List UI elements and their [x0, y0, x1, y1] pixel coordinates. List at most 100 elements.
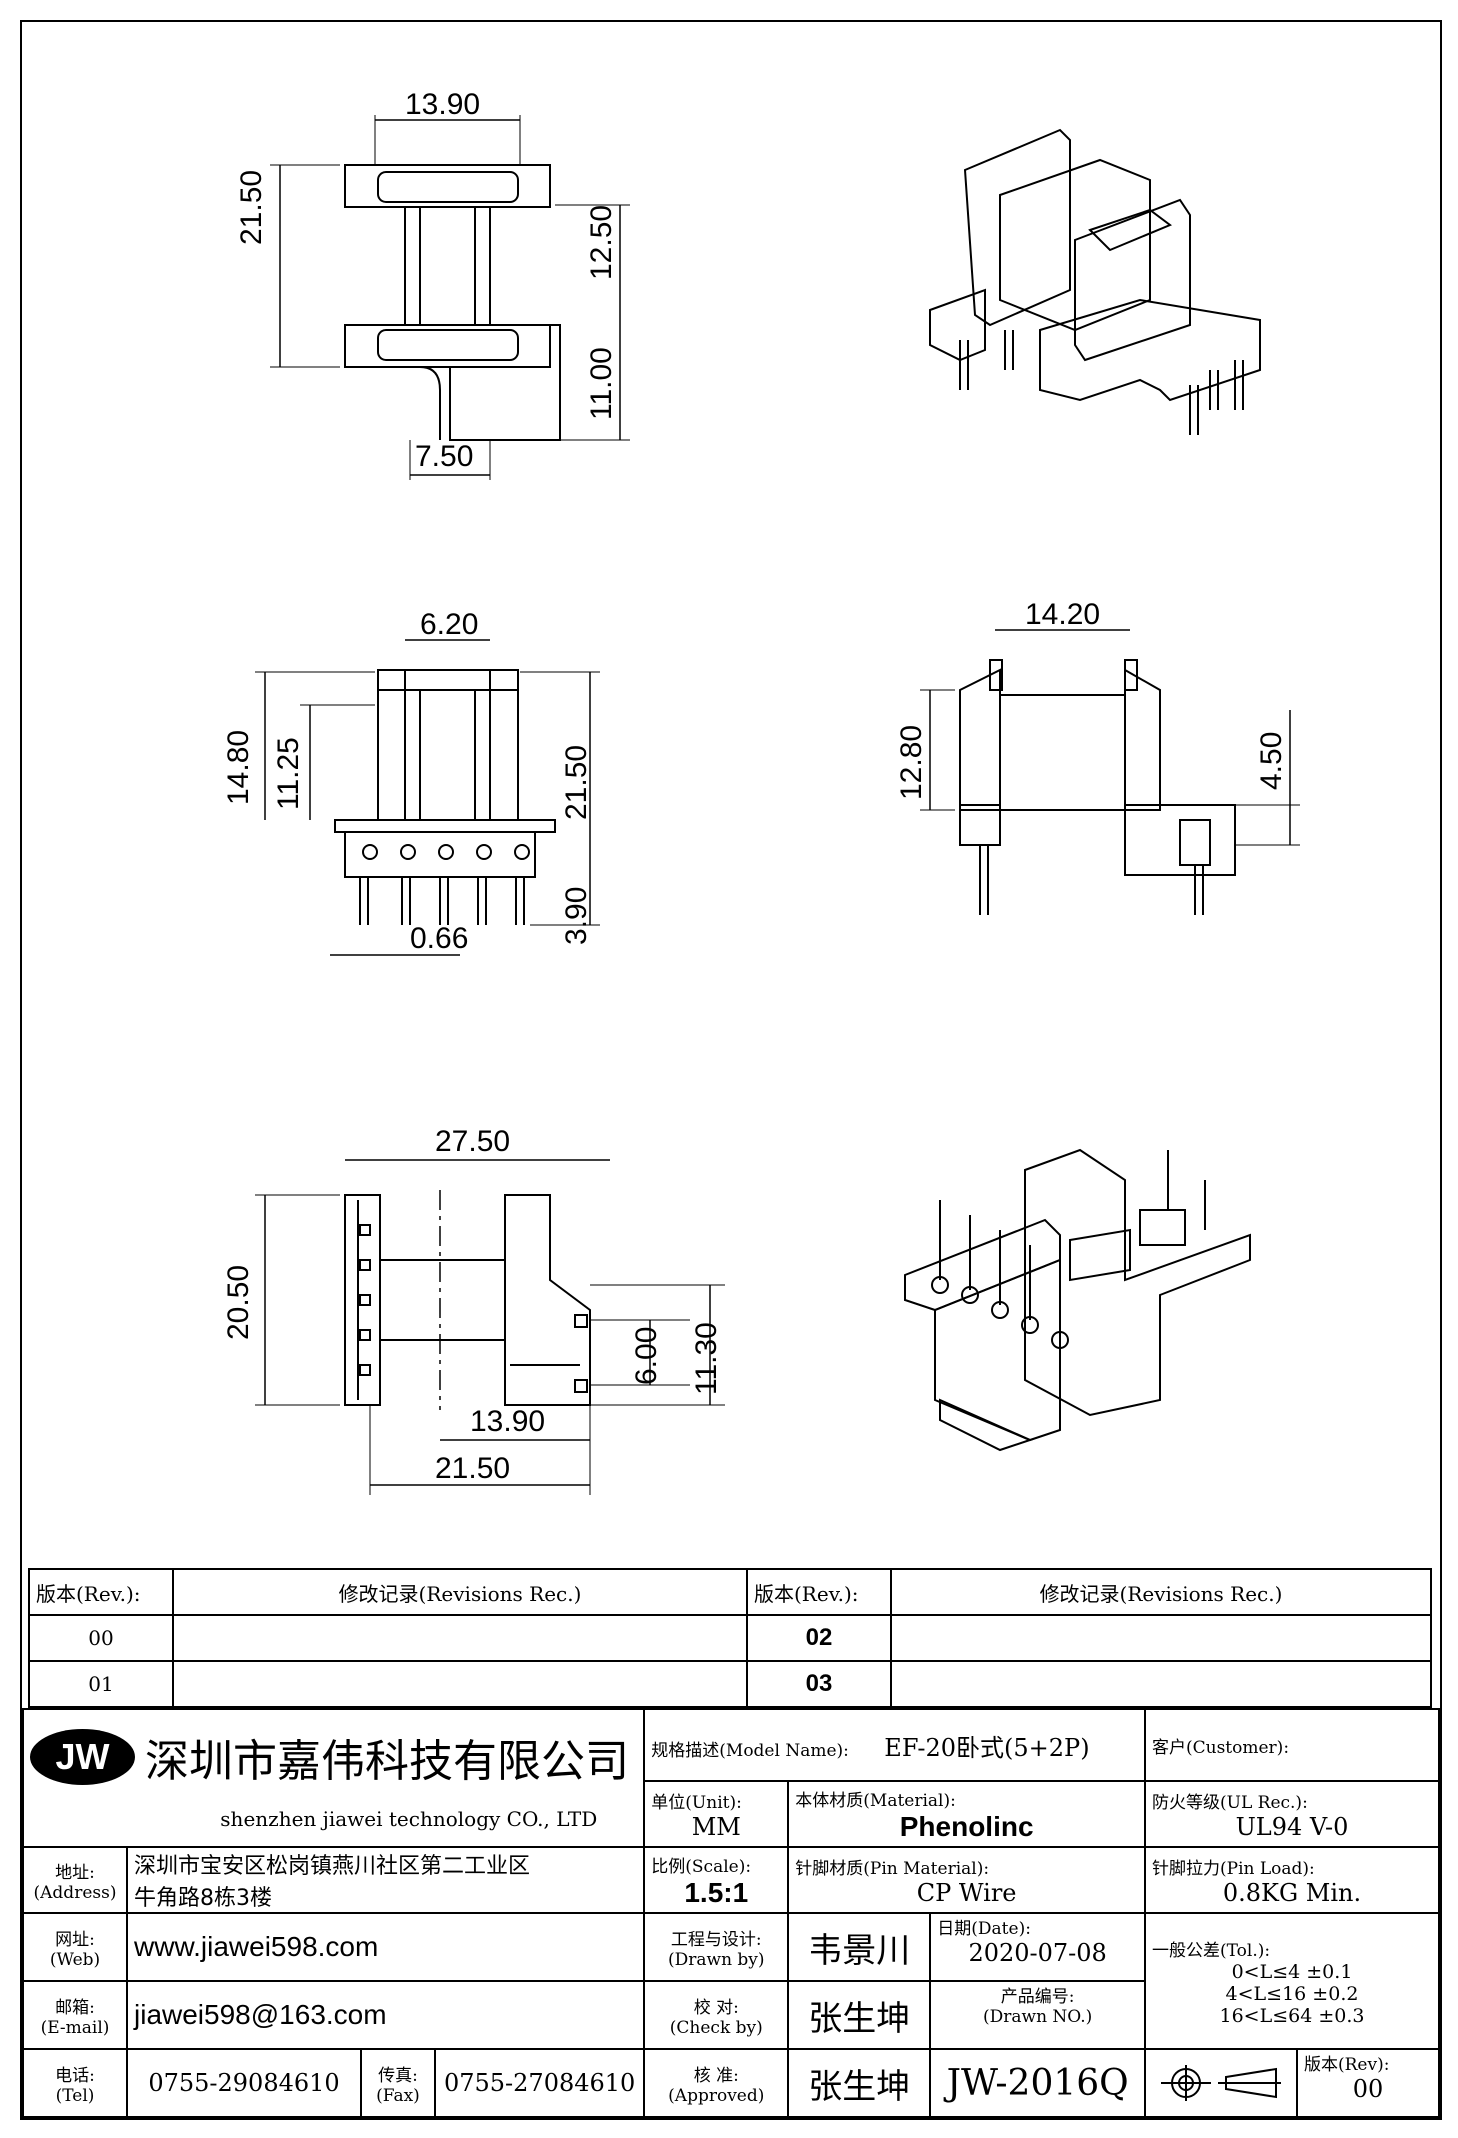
date-value: 2020-07-08: [968, 1939, 1107, 1967]
drawn-label-en: (Drawn by): [668, 1949, 765, 1970]
bottom-view: [255, 1159, 725, 1495]
tel-label: 电话:: [55, 2065, 95, 2086]
drawn-label-cell: 工程与设计: (Drawn by): [643, 1912, 790, 1982]
iso-view-bottom: [904, 1148, 1251, 1452]
dim-side-width: 14.20: [1025, 598, 1101, 631]
check-label-en: (Check by): [669, 2017, 763, 2038]
side-view: [920, 629, 1300, 915]
dim-front-h1: 14.80: [222, 729, 255, 805]
email-label-en: (E-mail): [40, 2017, 110, 2038]
dim-top-lower: 11.00: [585, 347, 618, 420]
rev-cell: 00: [28, 1614, 174, 1662]
fax-label-en: (Fax): [376, 2085, 420, 2106]
drawing-no-label-en: (Drawn NO.): [983, 2007, 1093, 2027]
company-name-cn: 深圳市嘉伟科技有限公司: [145, 1736, 629, 1787]
iso-view-top: [929, 128, 1261, 435]
material-label: 本体材质(Material):: [795, 1790, 956, 1811]
drawn-date-cell: 韦景川 日期(Date): 2020-07-08: [787, 1912, 1146, 1982]
tol-row-2: 4<L≤16 ±0.2: [1225, 1982, 1359, 2005]
rev-value: 00: [1352, 2075, 1384, 2103]
material-cell: 本体材质(Material): Phenolinc: [787, 1780, 1146, 1848]
dim-bottom-height: 20.50: [222, 1264, 255, 1340]
dim-top-height: 21.50: [235, 169, 268, 245]
table-row: 01 03: [28, 1660, 1432, 1708]
scale-label: 比例(Scale):: [651, 1856, 752, 1877]
date-label: 日期(Date):: [937, 1919, 1031, 1939]
drawn-by-value: 韦景川: [789, 1914, 932, 1980]
model-value: EF-20卧式(5+2P): [884, 1733, 1090, 1762]
unit-label: 单位(Unit):: [651, 1792, 742, 1813]
address-label-en: (Address): [33, 1882, 117, 1903]
tel-label-en: (Tel): [55, 2085, 95, 2106]
email-link[interactable]: jiawei598@163.com: [134, 1999, 387, 2030]
logo-text: JW: [55, 1736, 110, 1777]
tolerance-cell: 一般公差(Tol.): 0<L≤4 ±0.1 4<L≤16 ±0.2 16<L≤…: [1144, 1912, 1440, 2050]
address-label: 地址:: [55, 1862, 95, 1883]
approve-label: 核 准:: [693, 2065, 739, 2086]
customer-label: 客户(Customer):: [1152, 1737, 1290, 1758]
customer-cell: 客户(Customer):: [1144, 1708, 1440, 1782]
approve-cell: 张生坤 JW-2016Q: [787, 2048, 1146, 2118]
pin-load-cell: 针脚拉力(Pin Load): 0.8KG Min.: [1144, 1846, 1440, 1914]
check-label: 校 对:: [693, 1997, 739, 2018]
dim-front-top: 6.20: [420, 608, 479, 641]
rev-cell: 01: [28, 1660, 174, 1708]
dim-top-upper: 12.50: [585, 204, 618, 280]
pin-load-label: 针脚拉力(Pin Load):: [1152, 1858, 1315, 1879]
drawing-frame: [20, 20, 1442, 2120]
table-row: 00 02: [28, 1614, 1432, 1662]
company-name-en: shenzhen jiawei technology CO., LTD: [220, 1807, 598, 1831]
dim-bottom-11: 11.30: [690, 1322, 723, 1395]
rev-header-left: 版本(Rev.):: [28, 1568, 174, 1616]
dim-bottom-13: 13.90: [470, 1405, 546, 1438]
rec-header-right: 修改记录(Revisions Rec.): [890, 1568, 1432, 1616]
technical-drawing: [255, 115, 1300, 1495]
dim-front-h3: 21.50: [560, 744, 593, 820]
dim-bottom-width: 27.50: [435, 1125, 511, 1158]
dim-side-step: 4.50: [1255, 731, 1288, 790]
dim-top-width: 13.90: [405, 88, 481, 121]
projection-symbol-icon: [1146, 2050, 1298, 2116]
bottom-pins: [359, 1224, 371, 1376]
dim-top-foot: 7.50: [415, 440, 474, 473]
web-link[interactable]: www.jiawei598.com: [134, 1931, 379, 1962]
unit-cell: 单位(Unit): MM: [643, 1780, 790, 1848]
front-view: [255, 639, 600, 956]
material-value: Phenolinc: [899, 1810, 1034, 1842]
tel-value: 0755-29084610: [126, 2048, 362, 2118]
ul-value: UL94 V-0: [1235, 1812, 1349, 1841]
pin-holes: [362, 844, 530, 860]
rev-cell-bottom: 版本(Rev): 00: [1144, 2048, 1440, 2118]
ul-label: 防火等级(UL Rec.):: [1152, 1792, 1308, 1813]
fax-label: 传真:: [378, 2065, 418, 2086]
scale-value: 1.5:1: [684, 1876, 749, 1908]
email-cell[interactable]: jiawei598@163.com: [125, 1980, 646, 2050]
fax-label-cell: 传真: (Fax): [360, 2048, 436, 2118]
logo: JW: [30, 1729, 135, 1785]
rev-cell: 03: [746, 1660, 892, 1708]
unit-value: MM: [691, 1812, 741, 1841]
email-label: 邮箱:: [55, 1997, 95, 2018]
top-view: [270, 115, 630, 480]
web-cell[interactable]: www.jiawei598.com: [125, 1912, 646, 1982]
approve-label-cell: 核 准: (Approved): [643, 2048, 790, 2118]
dim-bottom-6: 6.00: [630, 1326, 663, 1385]
rev-header-right: 版本(Rev.):: [746, 1568, 892, 1616]
company-header: JW 深圳市嘉伟科技有限公司 shenzhen jiawei technolog…: [21, 1708, 646, 1848]
revision-table: 版本(Rev.): 修改记录(Revisions Rec.) 版本(Rev.):…: [28, 1568, 1432, 1708]
web-label-en: (Web): [49, 1949, 101, 1970]
fax-value: 0755-27084610: [433, 2048, 646, 2118]
rev-cell: 02: [746, 1614, 892, 1662]
address-label-cell: 地址: (Address): [22, 1846, 128, 1914]
email-label-cell: 邮箱: (E-mail): [22, 1980, 128, 2050]
dim-front-pin-dia: 0.66: [410, 922, 469, 955]
pin-material-value: CP Wire: [916, 1878, 1017, 1907]
iso-pins: [931, 1150, 1206, 1349]
tol-label: 一般公差(Tol.):: [1152, 1940, 1271, 1961]
tol-row-1: 0<L≤4 ±0.1: [1231, 1960, 1353, 1983]
address-line2: 牛角路8栋3楼: [134, 1886, 272, 1911]
model-cell: 规格描述(Model Name): EF-20卧式(5+2P): [643, 1708, 1146, 1782]
web-label: 网址:: [55, 1929, 95, 1950]
check-by-value: 张生坤: [789, 1982, 932, 2048]
drawing-no-value: JW-2016Q: [946, 2062, 1129, 2104]
